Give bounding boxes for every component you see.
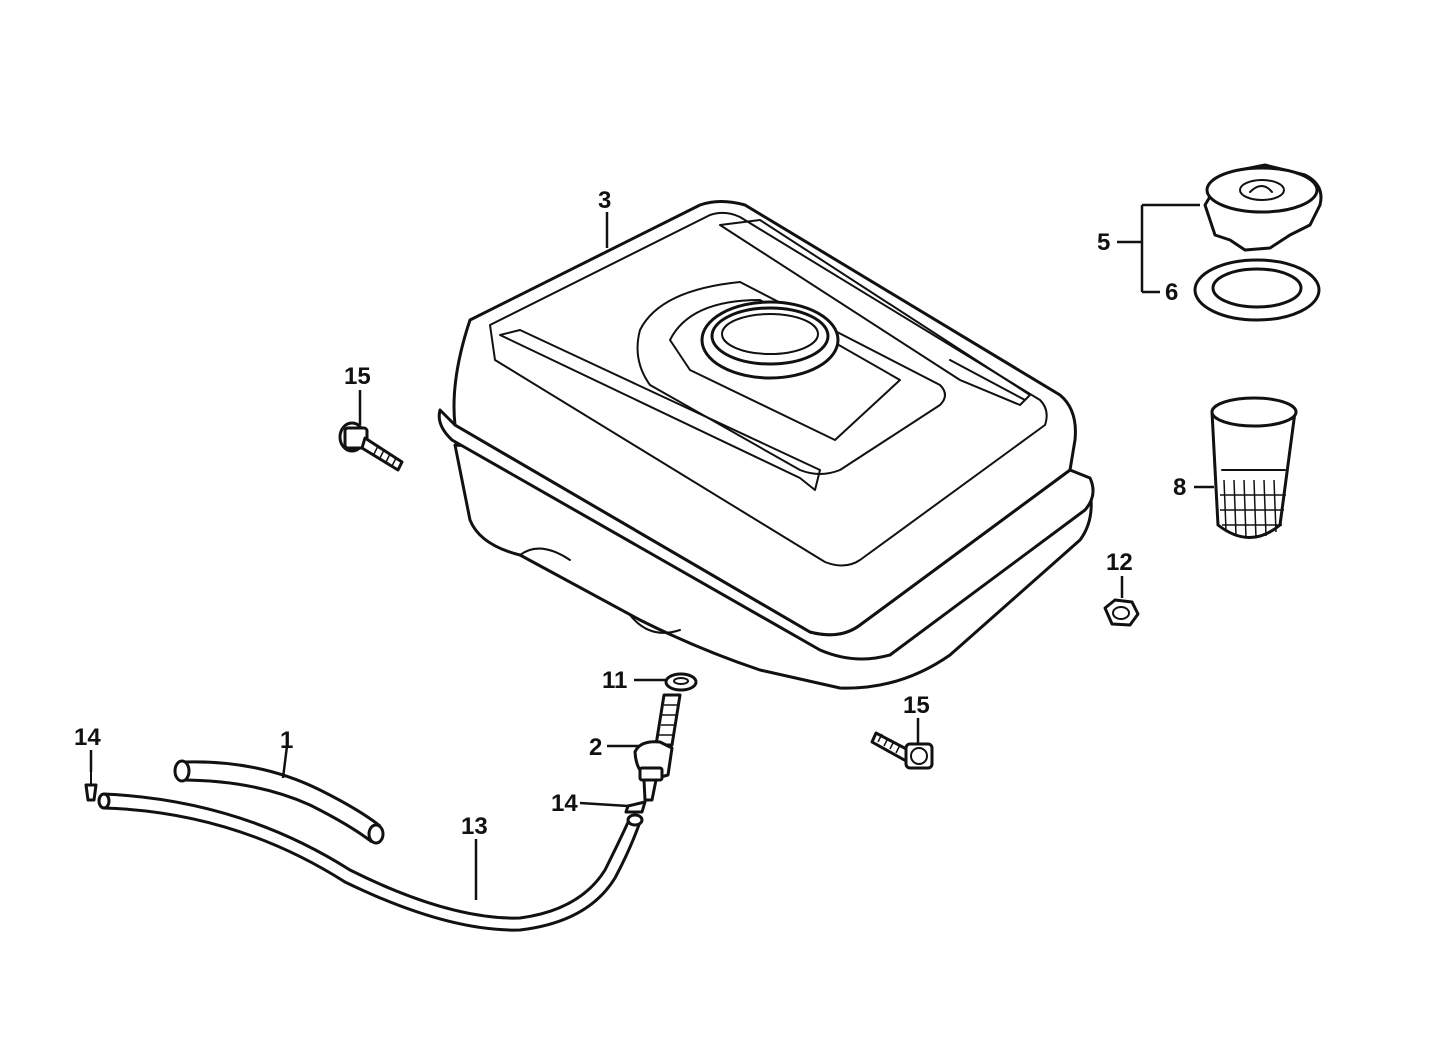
callout-tube-clip-left: 14 — [74, 724, 101, 751]
flange-bolt-left[interactable] — [338, 421, 404, 472]
cap-gasket[interactable] — [1193, 258, 1321, 322]
callout-flange-bolt-right: 15 — [903, 692, 930, 719]
nut[interactable] — [1103, 598, 1140, 627]
tube-clip-lower[interactable] — [624, 800, 647, 814]
callout-labels: 3 5 6 8 12 15 15 11 2 14 14 13 1 — [74, 187, 1186, 840]
tube-clip-left[interactable] — [84, 771, 98, 802]
callout-breather-tube: 1 — [280, 727, 293, 754]
breather-tube[interactable] — [173, 759, 385, 845]
fuel-tube[interactable] — [97, 792, 644, 932]
callout-fuel-cap: 5 — [1097, 229, 1110, 256]
callout-fuel-tank: 3 — [598, 187, 611, 214]
leader-lines — [89, 203, 1214, 900]
callout-strainer: 8 — [1173, 474, 1186, 501]
callout-nut: 12 — [1106, 549, 1133, 576]
fuel-cock-gasket[interactable] — [664, 672, 698, 692]
fuel-tank[interactable] — [437, 200, 1095, 690]
callout-fuel-cock: 2 — [589, 734, 602, 761]
callout-fuel-tube: 13 — [461, 813, 488, 840]
callout-cap-gasket: 6 — [1165, 279, 1178, 306]
fuel-cock[interactable] — [633, 693, 682, 802]
fuel-cap[interactable] — [1203, 163, 1323, 252]
callout-tube-clip-lower: 14 — [551, 790, 578, 817]
callout-fuel-cock-gasket: 11 — [602, 667, 627, 694]
callout-flange-bolt-left: 15 — [344, 363, 371, 390]
flange-bolt-right[interactable] — [870, 731, 934, 770]
fuel-strainer[interactable] — [1210, 396, 1298, 539]
